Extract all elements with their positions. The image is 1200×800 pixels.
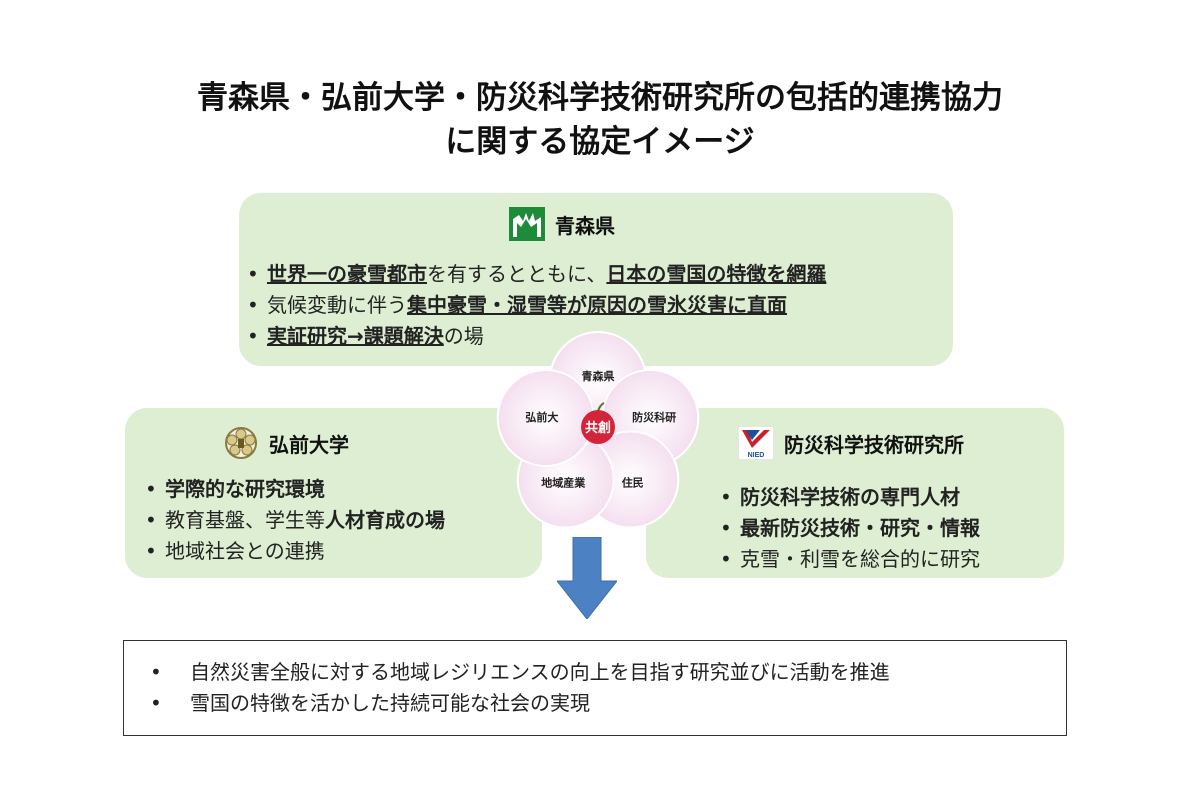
hirosaki-item-2: •教育基盤、学生等人材育成の場 [145, 508, 445, 532]
nied-box: NIED 防災科学技術研究所 •防災科学技術の専門人材 •最新防災技術・研究・情… [646, 408, 1064, 578]
flower-petal-label: 弘前大 [525, 410, 558, 424]
hirosaki-university-crest-icon [223, 426, 259, 460]
page-title: 青森県・弘前大学・防災科学技術研究所の包括的連携協力 に関する協定イメージ [0, 76, 1200, 164]
flower-petal-label: 地域産業 [541, 476, 586, 490]
nied-item-1: •防災科学技術の専門人材 [720, 485, 960, 509]
result-list: •自然災害全般に対する地域レジリエンスの向上を目指す研究並びに活動を推進 •雪国… [150, 657, 890, 719]
center-label: 共創 [585, 420, 611, 436]
hirosaki-name: 弘前大学 [269, 432, 349, 457]
hirosaki-box: 弘前大学 •学際的な研究環境 •教育基盤、学生等人材育成の場 •地域社会との連携 [125, 408, 542, 578]
nied-item-2: •最新防災技術・研究・情報 [720, 516, 980, 540]
aomori-name: 青森県 [555, 213, 615, 238]
aomori-item-2: •気候変動に伴う集中豪雪・湿雪等が原因の雪氷災害に直面 [247, 293, 787, 317]
hirosaki-item-3: •地域社会との連携 [145, 539, 325, 563]
nied-name: 防災科学技術研究所 [784, 432, 964, 457]
result-box: •自然災害全般に対する地域レジリエンスの向上を目指す研究並びに活動を推進 •雪国… [123, 640, 1067, 736]
hirosaki-header: 弘前大学 [223, 426, 349, 460]
aomori-prefecture-emblem-icon [509, 207, 545, 241]
nied-item-3: •克雪・利雪を総合的に研究 [720, 547, 980, 571]
hirosaki-list: •学際的な研究環境 •教育基盤、学生等人材育成の場 •地域社会との連携 [145, 474, 445, 567]
aomori-item-1: •世界一の豪雪都市を有するとともに、日本の雪国の特徴を網羅 [247, 262, 827, 286]
result-item-1: •自然災害全般に対する地域レジリエンスの向上を目指す研究並びに活動を推進 [150, 660, 890, 684]
nied-list: •防災科学技術の専門人材 •最新防災技術・研究・情報 •克雪・利雪を総合的に研究 [720, 482, 980, 575]
aomori-list: •世界一の豪雪都市を有するとともに、日本の雪国の特徴を網羅 •気候変動に伴う集中… [247, 259, 826, 352]
aomori-item-3: •実証研究→課題解決の場 [247, 324, 484, 348]
flower-petal-label: 青森県 [582, 369, 615, 383]
aomori-header: 青森県 [509, 207, 615, 241]
flower-petal-label: 防災科研 [632, 410, 676, 424]
result-item-2: •雪国の特徴を活かした持続可能な社会の実現 [150, 691, 590, 715]
nied-header: NIED 防災科学技術研究所 [737, 425, 964, 461]
hirosaki-item-1: •学際的な研究環境 [145, 477, 325, 501]
svg-text:NIED: NIED [748, 452, 765, 459]
center-apple-icon [581, 410, 615, 444]
nied-logo-icon: NIED [737, 425, 775, 461]
title-line-2: に関する協定イメージ [445, 124, 755, 160]
title-line-1: 青森県・弘前大学・防災科学技術研究所の包括的連携協力 [197, 80, 1003, 116]
down-arrow-icon [557, 537, 617, 619]
flower-petal-label: 住民 [622, 476, 644, 490]
